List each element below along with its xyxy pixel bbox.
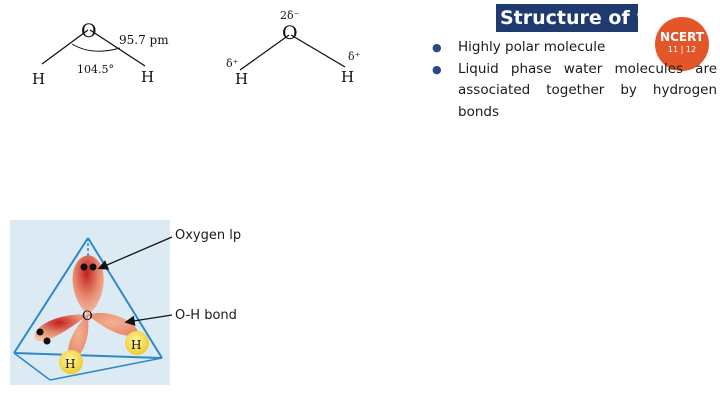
- hydrogen-atom: H: [32, 70, 45, 88]
- oh-bond-label: O-H bond: [175, 308, 237, 323]
- water-polarity-diagram: O 2δ⁻ H δ⁺ H δ⁺: [226, 9, 361, 88]
- oxygen-atom: O: [82, 309, 93, 324]
- charge-label: δ⁺: [348, 50, 361, 63]
- oxygen-atom: O: [81, 20, 97, 42]
- charge-label: δ⁺: [226, 57, 239, 70]
- hydrogen-atom: H: [141, 68, 154, 86]
- hydrogen-atom: H: [131, 338, 141, 352]
- hydrogen-atom: H: [341, 68, 354, 86]
- lp-arrow: [97, 236, 173, 270]
- bullet-item: Highly polar molecule: [432, 37, 717, 59]
- oxygen-lone-pair-label: Oxygen lp: [175, 228, 242, 243]
- bullet-list: Highly polar molecule Liquid phase water…: [432, 37, 717, 123]
- bullet-item: Liquid phase water molecules are associa…: [432, 59, 717, 124]
- water-geometry-diagram: O H H 95.7 pm 104.5°: [32, 20, 169, 88]
- oxygen-atom: O: [282, 22, 298, 44]
- bond-arrow: [124, 314, 173, 326]
- slide-title: Structure of water: [496, 4, 638, 32]
- bond-angle-label: 104.5°: [77, 63, 114, 76]
- hydrogen-atom: H: [235, 70, 248, 88]
- tetrahedral-orbital-diagram: O H H: [10, 220, 170, 385]
- hydrogen-atom: H: [65, 357, 75, 371]
- charge-label: 2δ⁻: [280, 9, 300, 22]
- bond-length-label: 95.7 pm: [119, 33, 169, 47]
